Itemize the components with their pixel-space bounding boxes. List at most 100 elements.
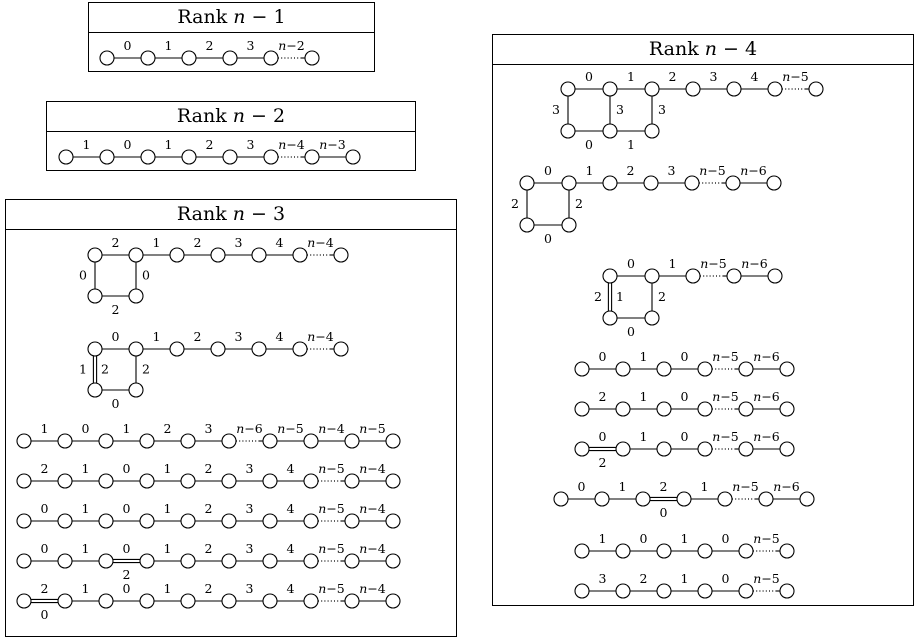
edge-label: 1 xyxy=(41,421,49,436)
edge-label: n−5 xyxy=(699,163,726,178)
edge-label: n−5 xyxy=(712,349,739,364)
edge-label: n−3 xyxy=(319,137,346,152)
node xyxy=(128,382,144,398)
edge-label: 2 xyxy=(669,69,677,84)
node xyxy=(385,433,401,449)
edge-label: 0 xyxy=(142,268,150,283)
edge-label: 2 xyxy=(205,501,213,516)
node xyxy=(738,401,754,417)
node xyxy=(181,50,197,66)
edge-label: 1 xyxy=(82,581,90,596)
edge-label: 0 xyxy=(123,501,131,516)
edge-label: n−4 xyxy=(359,461,386,476)
node xyxy=(345,149,361,165)
edge-label: 2 xyxy=(660,479,668,494)
node xyxy=(643,175,659,191)
edge-label: 3 xyxy=(205,421,213,436)
node xyxy=(344,553,360,569)
node xyxy=(697,441,713,457)
edge-label: 2 xyxy=(194,329,202,344)
edge-label: 1 xyxy=(627,69,635,84)
node xyxy=(602,310,618,326)
edge-label: 1 xyxy=(164,461,172,476)
edge-label: 0 xyxy=(722,571,730,586)
edge-label: n−4 xyxy=(307,329,334,344)
node xyxy=(221,433,237,449)
edge-label: n−4 xyxy=(278,137,305,152)
edge-label: n−4 xyxy=(359,581,386,596)
edge-label: 3 xyxy=(246,501,254,516)
node xyxy=(87,288,103,304)
title-suffix: − 1 xyxy=(245,6,286,28)
edge-label: 0 xyxy=(123,581,131,596)
edge-label: 1 xyxy=(165,38,173,53)
edge-label: 3 xyxy=(710,69,718,84)
title-text: Rank xyxy=(648,38,705,60)
edge-label: 1 xyxy=(164,501,172,516)
node xyxy=(615,543,631,559)
edge-label: 1 xyxy=(83,137,91,152)
node xyxy=(561,175,577,191)
node xyxy=(615,361,631,377)
edge-label: 1 xyxy=(82,501,90,516)
node xyxy=(574,543,590,559)
node xyxy=(58,149,74,165)
node xyxy=(262,473,278,489)
node xyxy=(344,593,360,609)
edge-label: 2 xyxy=(206,137,214,152)
node xyxy=(644,81,660,97)
node xyxy=(180,433,196,449)
node xyxy=(303,593,319,609)
node xyxy=(553,491,569,507)
node xyxy=(139,553,155,569)
node xyxy=(717,491,733,507)
title-text: Rank xyxy=(176,105,233,127)
edge-label: 3 xyxy=(246,461,254,476)
node xyxy=(262,513,278,529)
node xyxy=(561,217,577,233)
node xyxy=(344,513,360,529)
node xyxy=(221,513,237,529)
edge-label: n−5 xyxy=(359,421,386,436)
node xyxy=(738,441,754,457)
node xyxy=(574,583,590,599)
node xyxy=(574,361,590,377)
node xyxy=(292,341,308,357)
edge-label: 0 xyxy=(124,38,132,53)
title-text: Rank xyxy=(176,203,233,225)
edge-label: 1 xyxy=(627,137,635,152)
edge-label: 2 xyxy=(164,421,172,436)
node xyxy=(128,341,144,357)
node xyxy=(139,593,155,609)
node xyxy=(57,473,73,489)
node xyxy=(87,341,103,357)
edge-label: n−4 xyxy=(307,235,334,250)
edge-label: 0 xyxy=(640,531,648,546)
title-variable: n xyxy=(232,203,245,225)
edge-label: 0 xyxy=(627,256,635,271)
edge-label: n−5 xyxy=(712,389,739,404)
edge-label: 2 xyxy=(123,567,131,582)
edge-label: 2 xyxy=(41,581,49,596)
node xyxy=(726,268,742,284)
node xyxy=(169,247,185,263)
node xyxy=(385,513,401,529)
edge-label: n−5 xyxy=(782,69,809,84)
node xyxy=(57,433,73,449)
edge-label: n−5 xyxy=(277,421,304,436)
edge-label: 3 xyxy=(235,329,243,344)
node xyxy=(139,473,155,489)
edge-label: 1 xyxy=(599,531,607,546)
node xyxy=(779,401,795,417)
edge-label: 0 xyxy=(82,421,90,436)
edge-label: 2 xyxy=(194,235,202,250)
node xyxy=(615,583,631,599)
edge-label: 1 xyxy=(616,289,624,304)
edge-label: 0 xyxy=(41,541,49,556)
edge-label: 0 xyxy=(112,396,120,411)
node xyxy=(181,149,197,165)
node xyxy=(574,401,590,417)
edge-label: 3 xyxy=(668,163,676,178)
edge-label: n−5 xyxy=(732,479,759,494)
